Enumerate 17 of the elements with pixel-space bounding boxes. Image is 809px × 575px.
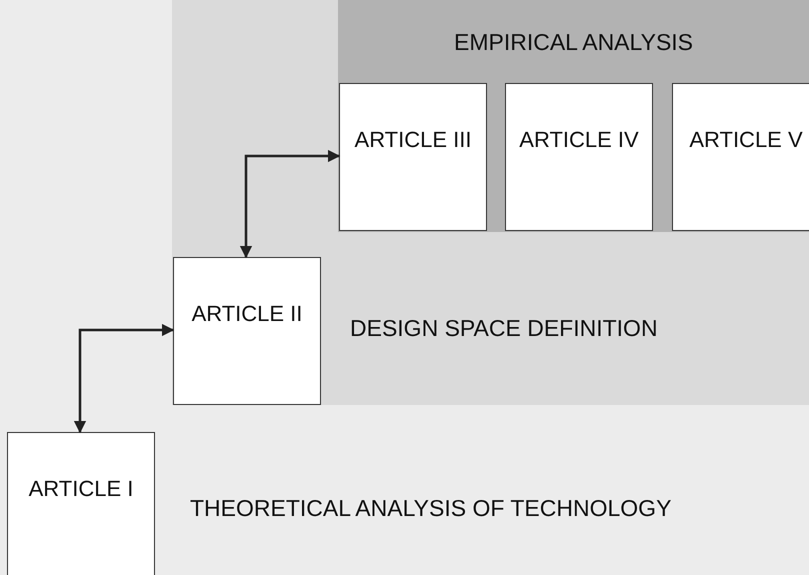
article-label: ARTICLE II xyxy=(190,300,304,328)
article-label: ARTICLE IV xyxy=(519,126,639,154)
article-label: ARTICLE I xyxy=(28,475,134,503)
article-label: ARTICLE V xyxy=(688,126,804,154)
band-label: EMPIRICAL ANALYSIS xyxy=(454,29,694,56)
background-band xyxy=(338,0,809,232)
article-box xyxy=(173,257,321,405)
article-box xyxy=(7,432,155,575)
band-label: DESIGN SPACE DEFINITION xyxy=(350,315,658,342)
band-label: THEORETICAL ANALYSIS OF TECHNOLOGY xyxy=(190,495,672,522)
article-box xyxy=(672,83,809,231)
elbow-arrow xyxy=(74,324,174,434)
background-band xyxy=(172,0,809,405)
article-box xyxy=(505,83,653,231)
article-box xyxy=(339,83,487,231)
elbow-arrow xyxy=(240,150,340,258)
article-label: ARTICLE III xyxy=(354,126,472,154)
